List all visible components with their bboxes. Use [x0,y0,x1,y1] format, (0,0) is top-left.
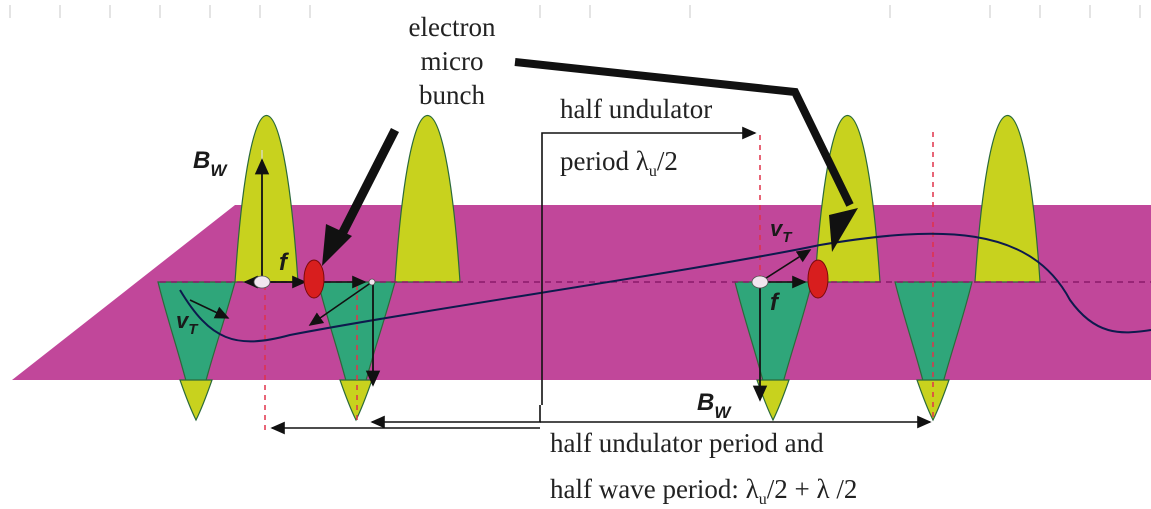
electron-trajectory [179,232,1151,343]
label-bottom-line2: half wave period: λu/2 + λ /2 [550,474,857,508]
top-tick-marks [9,5,1141,18]
label-half-undulator: half undulator [560,94,712,124]
lower-lobe-tips [179,379,950,422]
label-bunch: bunch [419,80,485,110]
thick-pointer-arrow-left [322,127,400,266]
label-f-right: f [770,289,780,316]
dimension-lines [270,126,932,435]
label-bw-right: BW [697,389,732,422]
label-bw-left: BW [193,147,228,180]
label-bottom-line1: half undulator period and [550,428,824,458]
thick-pointer-arrow-right [514,58,858,252]
label-period: period λu/2 [560,146,678,180]
electron-bunch-label: electron micro bunch [409,12,496,110]
label-vt-right: vT [770,216,793,246]
label-vt-left: vT [176,308,199,338]
electron-bunches [303,259,829,299]
label-electron: electron [409,12,496,42]
electron-markers [253,275,769,289]
bunch-left [303,259,325,299]
bottom-label: half undulator period and half wave peri… [550,428,857,508]
label-micro: micro [421,46,484,76]
red-dashed-verticals [264,132,934,430]
half-undulator-label: half undulator period λu/2 [560,94,712,180]
bunch-right [807,259,829,299]
label-f-left: f [279,249,289,276]
vector-labels: BW BW f f vT vT [176,147,793,422]
